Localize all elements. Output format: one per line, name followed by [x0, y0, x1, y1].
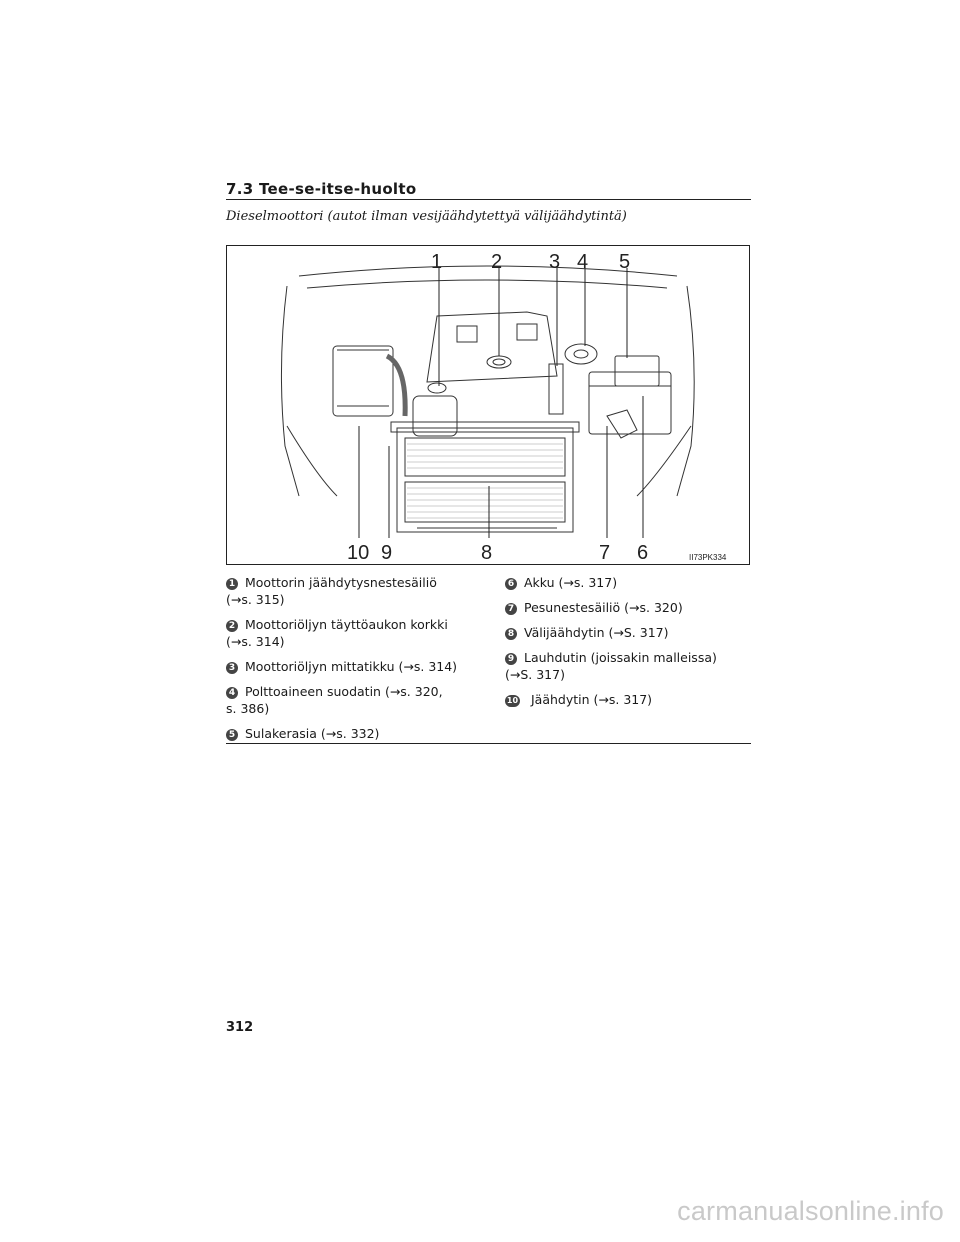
legend-item: 8 Välijäähdytin (→S. 317): [505, 624, 755, 641]
legend-text-cont: (→s. 314): [226, 634, 285, 649]
callout-7: 7: [599, 542, 610, 564]
legend-item: 2 Moottoriöljyn täyttöaukon korkki (→s. 3…: [226, 616, 488, 650]
legend-column-left: 1 Moottorin jäähdytysnestesäiliö (→s. 315…: [226, 574, 488, 750]
number-badge: 2: [226, 620, 238, 632]
number-badge: 5: [226, 729, 238, 741]
legend-text: Akku (→s. 317): [524, 575, 618, 590]
legend-text: Sulakerasia (→s. 332): [245, 726, 380, 741]
callout-3: 3: [549, 251, 560, 273]
number-badge: 7: [505, 603, 517, 615]
legend-text: Moottoriöljyn mittatikku (→s. 314): [245, 659, 458, 674]
legend-text-cont: s. 386): [226, 701, 270, 716]
legend-item: 5 Sulakerasia (→s. 332): [226, 725, 488, 742]
number-badge: 1: [226, 578, 238, 590]
number-badge: 10: [505, 695, 520, 707]
callout-9: 9: [381, 542, 392, 564]
legend-item: 10 Jäähdytin (→s. 317): [505, 691, 755, 708]
page-number: 312: [226, 1020, 254, 1035]
legend-text: Jäähdytin (→s. 317): [527, 692, 653, 707]
callout-5: 5: [619, 251, 630, 273]
number-badge: 3: [226, 662, 238, 674]
figure-code: II73PK334: [689, 553, 727, 562]
callout-2: 2: [491, 251, 502, 273]
callout-1: 1: [431, 251, 442, 273]
legend-text: Moottoriöljyn täyttöaukon korkki: [245, 617, 448, 632]
section-title: 7.3 Tee-se-itse-huolto: [226, 180, 417, 198]
legend-item: 4 Polttoaineen suodatin (→s. 320, s. 386): [226, 683, 488, 717]
callout-4: 4: [577, 251, 588, 273]
number-badge: 9: [505, 653, 517, 665]
legend-text-cont: (→s. 315): [226, 592, 285, 607]
legend-text-cont: (→S. 317): [505, 667, 565, 682]
legend-text: Moottorin jäähdytysnestesäiliö: [245, 575, 437, 590]
legend-item: 7 Pesunestesäiliö (→s. 320): [505, 599, 755, 616]
callout-10: 10: [347, 542, 369, 564]
figure-subtitle: Dieselmoottori (autot ilman vesijäähdyte…: [226, 209, 627, 224]
callout-6: 6: [637, 542, 648, 564]
legend-text: Polttoaineen suodatin (→s. 320,: [245, 684, 443, 699]
number-badge: 6: [505, 578, 517, 590]
callout-8: 8: [481, 542, 492, 564]
legend-text: Välijäähdytin (→S. 317): [524, 625, 669, 640]
legend-column-right: 6 Akku (→s. 317) 7 Pesunestesäiliö (→s. 32…: [505, 574, 755, 716]
legend-item: 1 Moottorin jäähdytysnestesäiliö (→s. 315…: [226, 574, 488, 608]
engine-bay-drawing: 1 2 3 4 5 6 7 8 9 10 II73PK334: [280, 251, 727, 564]
legend-item: 6 Akku (→s. 317): [505, 574, 755, 591]
bottom-divider: [226, 743, 751, 744]
engine-bay-illustration: 1 2 3 4 5 6 7 8 9 10 II73PK334: [226, 245, 750, 565]
title-divider: [226, 199, 751, 200]
legend-text: Pesunestesäiliö (→s. 320): [524, 600, 683, 615]
radiator-fins: [407, 443, 563, 519]
number-badge: 8: [505, 628, 517, 640]
number-badge: 4: [226, 687, 238, 699]
legend-item: 9 Lauhdutin (joissakin malleissa) (→S. 31…: [505, 649, 755, 683]
legend-text: Lauhdutin (joissakin malleissa): [524, 650, 717, 665]
legend-item: 3 Moottoriöljyn mittatikku (→s. 314): [226, 658, 488, 675]
watermark: carmanualsonline.info: [677, 1196, 944, 1226]
